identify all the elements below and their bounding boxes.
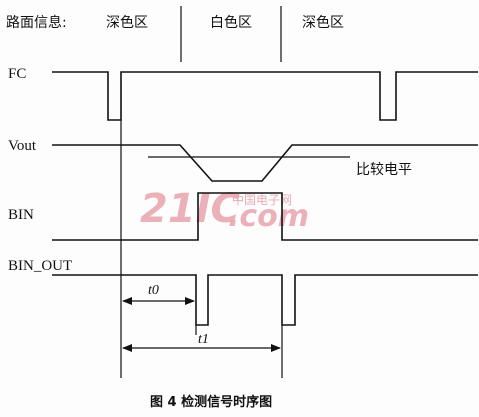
figure-caption: 图 4 检测信号时序图 (150, 394, 272, 410)
zone-dark-1: 深色区 (106, 14, 148, 31)
compare-level-label: 比较电平 (356, 162, 412, 178)
t1-label: t1 (198, 332, 209, 347)
watermark-cn: 中国电子网 (232, 192, 292, 207)
road-info-label: 路面信息: (6, 14, 67, 31)
bin-waveform (52, 192, 478, 241)
fc-waveform (52, 71, 478, 121)
t0-label: t0 (148, 283, 159, 298)
zone-white: 白色区 (210, 14, 252, 31)
label-fc: FC (8, 66, 26, 82)
watermark-sub: .com (228, 199, 309, 234)
label-vout: Vout (8, 138, 37, 154)
label-bin: BIN (8, 207, 34, 223)
bin-out-waveform (52, 274, 478, 326)
vout-waveform (52, 144, 478, 182)
zone-dark-2: 深色区 (302, 14, 344, 31)
label-bin-out: BIN_OUT (8, 258, 72, 274)
